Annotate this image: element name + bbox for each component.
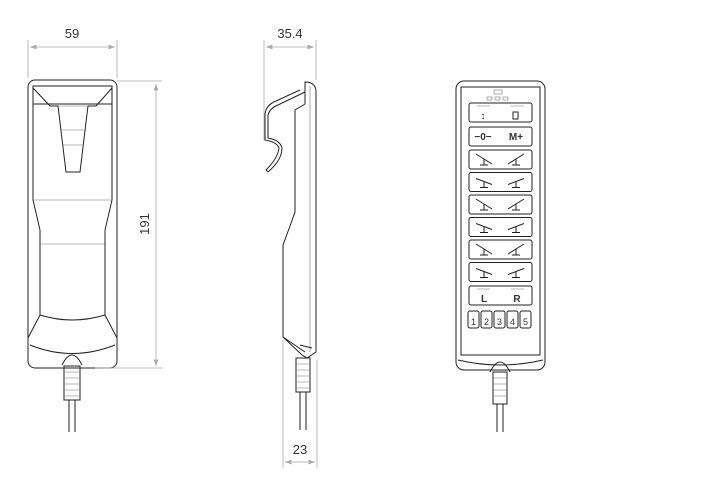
memory-slot-5[interactable]: 5	[519, 310, 532, 329]
position-button-rows	[468, 149, 533, 282]
memory-slot-2[interactable]: 2	[480, 310, 493, 329]
svg-text:4: 4	[510, 317, 515, 327]
button-row-slide[interactable]	[468, 239, 533, 260]
slide-right-table-icon	[507, 243, 525, 256]
button-row-tilt[interactable]	[468, 149, 533, 170]
memory-slot-buttons: 1 2 3 4 5	[467, 310, 532, 329]
left-button[interactable]: L	[481, 294, 487, 305]
side-view	[264, 81, 317, 430]
button-row-zero-memory[interactable]: −0− M+	[468, 126, 533, 147]
cable-strain-relief	[63, 365, 81, 432]
button-row-left-right[interactable]: L R	[468, 285, 533, 306]
trend-left-table-icon	[475, 198, 493, 211]
right-button[interactable]: R	[513, 294, 521, 305]
back-view	[27, 79, 118, 432]
tilt-left-table-icon	[475, 153, 493, 166]
depth-dimension: 35.4	[263, 26, 317, 140]
svg-text:5: 5	[523, 317, 528, 327]
tilt-right-table-icon	[507, 153, 525, 166]
lock-icon	[512, 111, 519, 120]
button-row-flex[interactable]	[468, 262, 533, 282]
status-indicators	[486, 89, 509, 101]
memory-slot-1[interactable]: 1	[467, 310, 480, 329]
height-label: 191	[137, 213, 152, 235]
flex-left-table-icon	[475, 268, 493, 278]
button-row-height[interactable]	[468, 172, 533, 192]
back-left-table-icon	[475, 223, 493, 233]
svg-text:2: 2	[484, 317, 489, 327]
svg-text:1: 1	[471, 317, 476, 327]
height-left-table-icon	[475, 178, 493, 188]
slide-left-table-icon	[475, 243, 493, 256]
height-right-table-icon	[507, 178, 525, 188]
memory-slot-4[interactable]: 4	[506, 310, 519, 329]
width-dimension: 59	[27, 26, 118, 78]
svg-text:3: 3	[497, 317, 502, 327]
zero-button[interactable]: −0−	[474, 132, 491, 143]
button-row-trend[interactable]	[468, 194, 533, 215]
button-row-back[interactable]	[468, 217, 533, 237]
memory-plus-button[interactable]: M+	[509, 132, 523, 143]
updown-arrow-icon: ↕	[481, 111, 486, 122]
cable-depth-dimension: 23	[282, 340, 318, 468]
height-dimension: 191	[95, 80, 162, 369]
trend-right-table-icon	[507, 198, 525, 211]
cable-depth-label: 23	[293, 442, 307, 457]
depth-label: 35.4	[277, 26, 302, 41]
flex-right-table-icon	[507, 268, 525, 278]
width-label: 59	[65, 26, 79, 41]
back-right-table-icon	[507, 223, 525, 233]
memory-slot-3[interactable]: 3	[493, 310, 506, 329]
button-row-up-down-lock[interactable]: ↕	[468, 102, 533, 123]
front-view: ↕ −0− M+ L R 1 2 3 4 5	[455, 80, 546, 432]
